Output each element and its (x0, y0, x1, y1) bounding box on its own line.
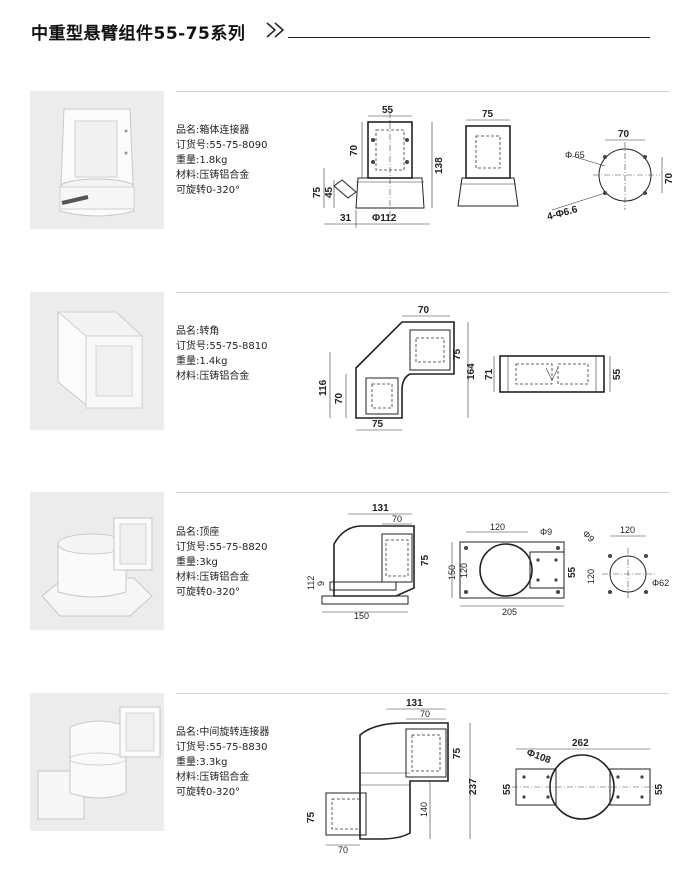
dim-label: 75 (372, 419, 384, 430)
product-photo-box-connector (30, 91, 164, 229)
dim-label: 120 (490, 522, 505, 532)
dim-label: 55 (382, 105, 394, 116)
weight: 重量:1.8kg (176, 155, 228, 166)
rotation-range: 可旋转0-320° (176, 587, 241, 598)
dim-label: 75 (482, 109, 494, 120)
weight: 重量:3.3kg (176, 757, 228, 768)
technical-drawing-corner: 70 75 164 116 70 75 71 55 (318, 305, 623, 431)
dim-label: 131 (372, 503, 389, 514)
side-view: 71 55 (484, 355, 623, 393)
dim-label: 75 (452, 348, 463, 360)
dim-label: 70 (334, 392, 345, 404)
rotation-range: 可旋转0-320° (176, 185, 241, 196)
dim-label: 55 (567, 566, 578, 578)
product-name: 品名:中间旋转连接器 (176, 727, 270, 738)
product-specs: 品名:顶座 订货号:55-75-8820 重量:3kg 材料:压铸铝合金 可旋转… (176, 525, 267, 600)
dim-label: 4-Φ6.6 (546, 204, 579, 223)
dim-label: 70 (664, 172, 675, 184)
dim-label: 140 (419, 802, 429, 817)
dim-label: 116 (318, 379, 329, 396)
title-underline (288, 37, 650, 38)
rotation-range: 可旋转0-320° (176, 787, 241, 798)
dim-label: 45 (324, 186, 335, 198)
material: 材料:压铸铝合金 (176, 772, 250, 783)
dim-label: 120 (586, 569, 596, 584)
dim-label: 262 (572, 738, 589, 749)
dim-label: Φ112 (372, 213, 397, 224)
material: 材料:压铸铝合金 (176, 572, 250, 583)
section-divider (176, 693, 669, 694)
dim-label: 131 (406, 698, 423, 709)
front-view: 131 70 75 140 237 75 70 (306, 698, 479, 855)
order-number: 订货号:55-75-8090 (176, 140, 268, 151)
dim-label: 112 (306, 576, 316, 590)
dim-label: 120 (459, 563, 469, 578)
dim-label: Φ 65 (565, 150, 585, 160)
dim-label: 55 (502, 783, 513, 795)
dim-label: 75 (306, 811, 317, 823)
dim-label: 31 (340, 213, 352, 224)
dim-label: 70 (618, 129, 630, 140)
front-view: 55 70 138 75 45 31 Φ112 (312, 105, 445, 228)
section-divider (176, 292, 669, 293)
dim-label: 150 (447, 565, 457, 580)
section-divider (176, 91, 669, 92)
dim-label: 70 (420, 709, 430, 719)
dim-label: 55 (612, 368, 623, 380)
weight: 重量:3kg (176, 557, 218, 568)
dim-label: 70 (338, 845, 348, 855)
technical-drawing-top-seat: 131 70 75 112 9 150 120 Φ9 150 120 55 20… (306, 503, 669, 621)
dim-label: 164 (466, 363, 477, 380)
product-name: 品名:转角 (176, 326, 220, 337)
dim-label: 70 (392, 514, 402, 524)
dim-label: 70 (349, 144, 360, 156)
dim-label: 75 (312, 186, 323, 198)
dim-label: 75 (452, 747, 463, 759)
front-view: 70 75 164 116 70 75 (318, 305, 477, 431)
plan-view: 262 Φ108 55 55 (502, 738, 665, 820)
dim-label: 55 (654, 783, 665, 795)
double-chevron-icon (266, 22, 285, 38)
material: 材料:压铸铝合金 (176, 170, 250, 181)
dim-label: 138 (434, 157, 445, 174)
plan-view: 120 Φ9 150 120 55 205 (447, 522, 578, 617)
dim-label: 70 (418, 305, 430, 316)
bottom-view: 70 70 Φ 65 4-Φ6.6 (546, 129, 675, 223)
side-view: 75 (457, 109, 519, 207)
product-name: 品名:箱体连接器 (176, 125, 250, 136)
front-view: 131 70 75 112 9 150 (306, 503, 431, 621)
dim-label: 150 (354, 611, 369, 621)
dim-label: Φ9 (581, 528, 597, 544)
dim-label: 120 (620, 525, 635, 535)
material: 材料:压铸铝合金 (176, 371, 250, 382)
dim-label: 71 (484, 368, 495, 380)
dim-label: 205 (502, 607, 517, 617)
dim-label: 237 (468, 778, 479, 795)
dim-label: 75 (420, 554, 431, 566)
dim-label: Φ9 (540, 527, 552, 537)
product-name: 品名:顶座 (176, 527, 220, 538)
dim-label: Φ62 (652, 578, 669, 588)
bottom-view: 120 Φ9 120 Φ62 (581, 525, 669, 600)
technical-drawing-box-connector: 55 70 138 75 45 31 Φ112 75 70 70 Φ 65 (312, 105, 675, 228)
order-number: 订货号:55-75-8830 (176, 742, 268, 753)
dim-label: Φ108 (525, 747, 553, 766)
order-number: 订货号:55-75-8810 (176, 341, 268, 352)
product-specs: 品名:转角 订货号:55-75-8810 重量:1.4kg 材料:压铸铝合金 (176, 324, 267, 384)
product-specs: 品名:中间旋转连接器 订货号:55-75-8830 重量:3.3kg 材料:压铸… (176, 725, 269, 800)
section-divider (176, 492, 669, 493)
page-title: 中重型悬臂组件55-75系列 (31, 24, 246, 44)
product-photo-corner (30, 292, 164, 430)
order-number: 订货号:55-75-8820 (176, 542, 268, 553)
technical-drawing-middle-rotary: 131 70 75 140 237 75 70 262 Φ108 55 55 (306, 698, 665, 855)
product-photo-top-seat (30, 492, 164, 630)
weight: 重量:1.4kg (176, 356, 228, 367)
dim-label: 9 (316, 581, 326, 586)
product-photo-middle-rotary (30, 693, 164, 831)
product-specs: 品名:箱体连接器 订货号:55-75-8090 重量:1.8kg 材料:压铸铝合… (176, 123, 267, 198)
